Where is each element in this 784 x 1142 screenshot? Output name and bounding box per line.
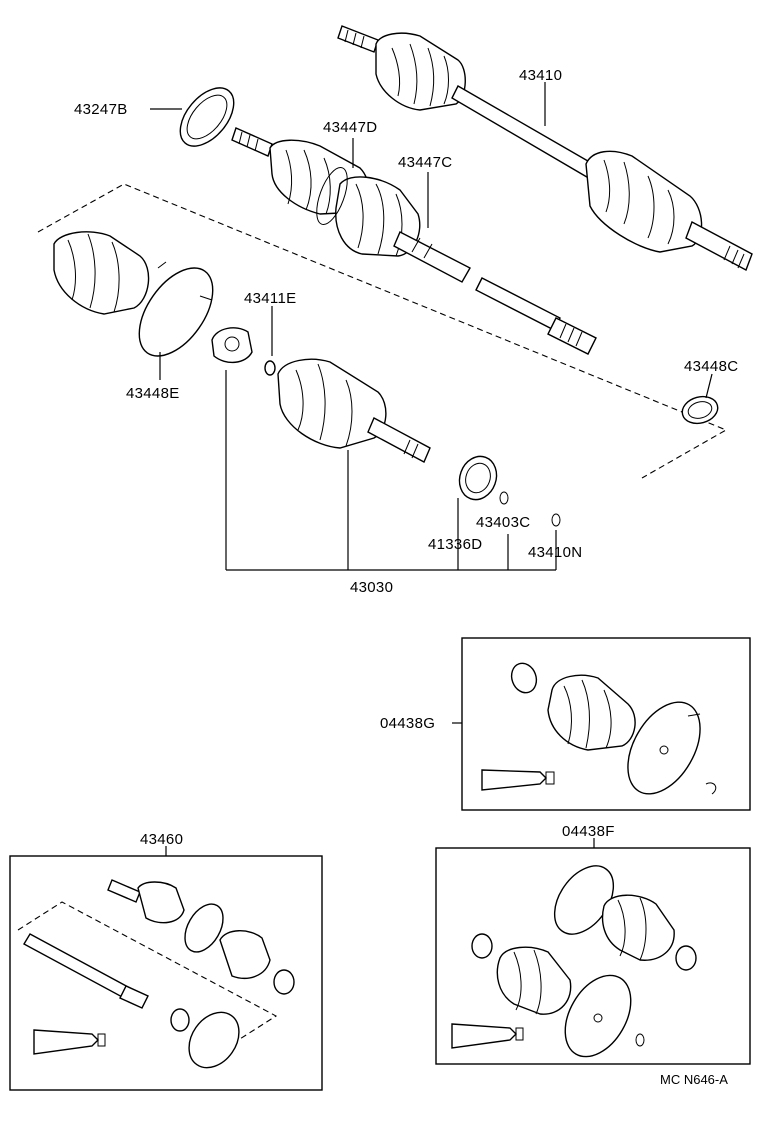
label-43411E: 43411E xyxy=(244,290,296,307)
ring-43247B xyxy=(179,87,235,147)
seal-41336D xyxy=(458,455,498,501)
bracket-43030 xyxy=(225,370,557,571)
label-43247B: 43247B xyxy=(74,101,128,118)
label-43448C: 43448C xyxy=(684,358,738,375)
label-43403C: 43403C xyxy=(476,514,530,531)
label-43447C: 43447C xyxy=(398,154,452,171)
kit-box-04438F xyxy=(435,847,751,1065)
label-43410: 43410 xyxy=(519,67,562,84)
inner-boot-left xyxy=(53,231,214,357)
label-43030: 43030 xyxy=(350,579,393,596)
label-43410N: 43410N xyxy=(528,544,582,561)
figure-code: MC N646-A xyxy=(660,1072,728,1087)
snap-ring-43411E xyxy=(264,360,276,376)
kit-43460-parts xyxy=(17,879,295,1069)
label-43447D: 43447D xyxy=(323,119,377,136)
label-43448E: 43448E xyxy=(126,385,180,402)
middle-shaft-assembly xyxy=(231,127,597,355)
label-04438G: 04438G xyxy=(380,715,435,732)
clip-43410N xyxy=(551,513,561,527)
label-04438F: 04438F xyxy=(562,823,615,840)
kit-box-04438G xyxy=(461,637,751,811)
inner-joint-housing xyxy=(277,358,431,463)
clamp-43448C xyxy=(681,395,719,425)
tripod-joint xyxy=(211,327,253,363)
kit-04438F-parts xyxy=(451,865,697,1058)
clip-43403C xyxy=(499,491,509,505)
kit-04438G-parts xyxy=(481,662,717,795)
kit-outline-dashed xyxy=(37,183,728,479)
drive-shaft-assembly-43410 xyxy=(337,25,753,271)
label-41336D: 41336D xyxy=(428,536,482,553)
label-43460: 43460 xyxy=(140,831,183,848)
